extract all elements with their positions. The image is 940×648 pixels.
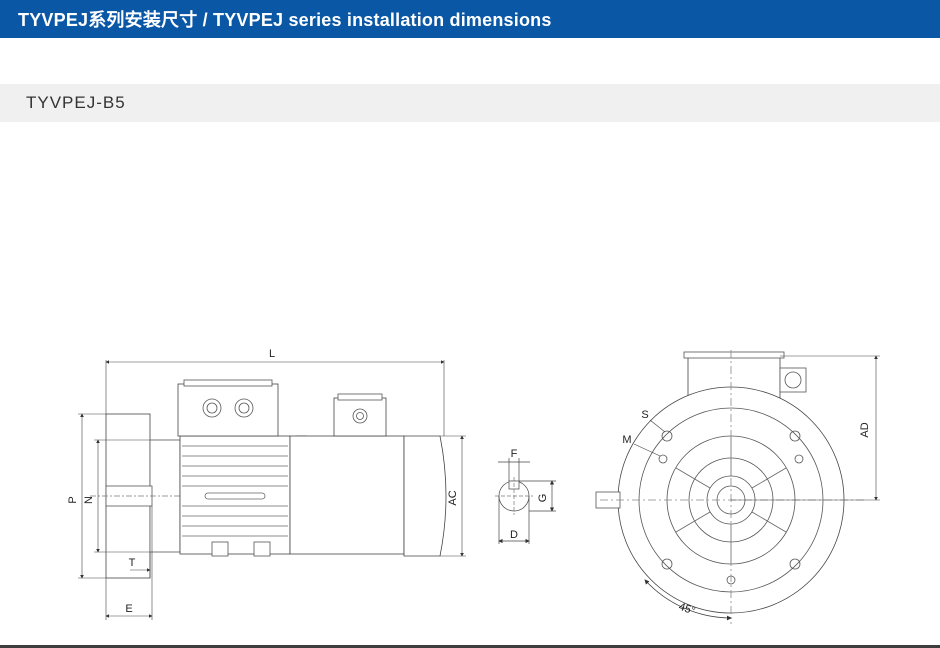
dim-label-G: G [537,494,549,503]
side-dimensions [78,360,466,620]
page-title: TYVPEJ系列安装尺寸 / TYVPEJ series installatio… [18,10,552,30]
shaft-section [495,458,556,544]
header-bar: TYVPEJ系列安装尺寸 / TYVPEJ series installatio… [0,0,940,38]
dim-label-angle: 45° [677,601,697,618]
dim-label-E: E [125,603,132,615]
terminal-box [177,383,279,437]
dim-label-D: D [510,529,518,541]
fan-cover [289,435,405,555]
dim-label-N: N [83,496,95,504]
cable-gland [202,398,222,418]
bottom-divider [0,645,940,648]
dim-label-F: F [511,448,518,460]
model-bar: TYVPEJ-B5 [0,84,940,122]
dim-label-AD: AD [859,422,871,437]
end-view [595,350,866,624]
side-view [90,379,447,579]
dim-label-AC: AC [447,490,459,505]
end-dimensions [633,355,880,501]
dim-label-T: T [129,557,136,569]
cooling-fins [182,445,288,537]
cable-gland [234,398,254,418]
dim-label-M: M [622,434,631,446]
model-label: TYVPEJ-B5 [26,93,126,112]
dim-label-P: P [67,496,79,503]
fan-cap [403,435,447,557]
dim-label-S: S [641,409,648,421]
dim-label-L: L [269,348,275,360]
installation-drawing: L P N T E AC F G D [67,348,880,624]
